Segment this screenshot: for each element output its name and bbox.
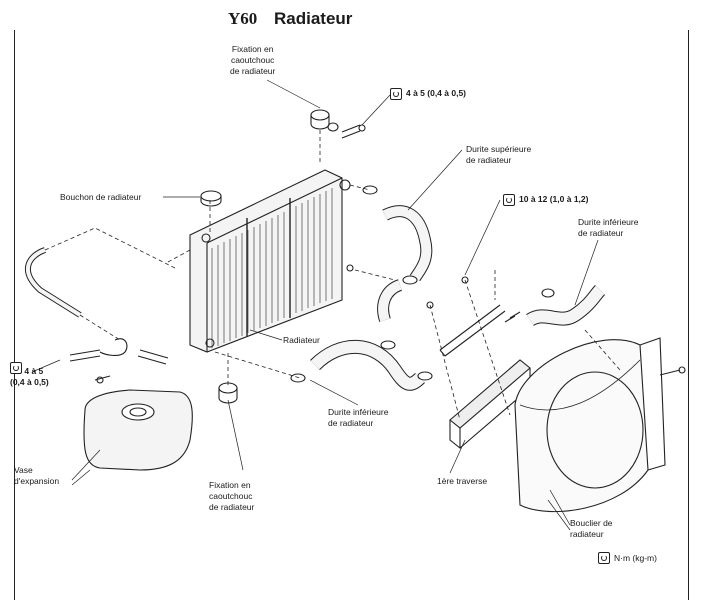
label-rubber-mount-top: Fixation en caoutchouc de radiateur xyxy=(230,44,276,76)
label-lower-hose-center: Durite inférieure de radiateur xyxy=(328,407,389,428)
torque-wrench-icon xyxy=(503,194,515,206)
assembly-lines xyxy=(44,130,621,421)
lower-hose-center-drawing xyxy=(290,339,433,391)
torque-top-value: 4 à 5 (0,4 à 0,5) xyxy=(406,88,467,98)
torque-wrench-icon xyxy=(598,552,610,564)
label-radiator-cap: Bouchon de radiateur xyxy=(60,192,142,202)
torque-wrench-icon xyxy=(390,88,402,100)
label-shroud: Bouclier de radiateur xyxy=(570,518,613,539)
title-text: Radiateur xyxy=(274,9,353,28)
torque-spec-top: 4 à 5 (0,4 à 0,5) xyxy=(390,88,466,100)
torque-left-value-2: (0,4 à 0,5) xyxy=(10,377,49,387)
radiator-drawing xyxy=(189,169,354,353)
label-upper-hose: Durite supérieure de radiateur xyxy=(466,144,532,165)
label-radiator: Radiateur xyxy=(283,335,320,345)
model-code: Y60 xyxy=(228,9,258,28)
legend-unit-text: N·m (kg-m) xyxy=(614,553,657,563)
leader-lines xyxy=(31,79,599,531)
label-rubber-mount-bottom: Fixation en caoutchouc de radiateur xyxy=(209,480,255,512)
page-border-left xyxy=(14,30,15,600)
torque-spec-left: 4 à 5 (0,4 à 0,5) xyxy=(10,362,49,388)
lower-hose-right-drawing xyxy=(526,285,606,327)
rubber-mount-top-drawing xyxy=(310,109,366,139)
page-title: Y60 Radiateur xyxy=(228,9,352,29)
label-crossmember: 1ère traverse xyxy=(437,476,488,486)
torque-wrench-icon xyxy=(10,362,22,374)
pipe-bracket-drawing xyxy=(426,276,521,357)
legend-torque-unit: N·m (kg-m) xyxy=(598,552,657,564)
torque-spec-mid: 10 à 12 (1,0 à 1,2) xyxy=(503,194,588,206)
radiator-cap-drawing xyxy=(200,190,222,207)
overflow-hose-drawing xyxy=(25,247,169,365)
page-border-right xyxy=(688,30,689,600)
shroud-drawing xyxy=(514,337,686,513)
torque-left-value-1: 4 à 5 xyxy=(24,366,44,376)
torque-mid-value: 10 à 12 (1,0 à 1,2) xyxy=(519,194,589,204)
expansion-tank-drawing xyxy=(83,375,193,471)
label-lower-hose-right: Durite inférieure de radiateur xyxy=(578,217,639,238)
upper-hose-drawing xyxy=(362,185,433,350)
label-expansion-tank: Vase d'expansion xyxy=(14,465,60,486)
